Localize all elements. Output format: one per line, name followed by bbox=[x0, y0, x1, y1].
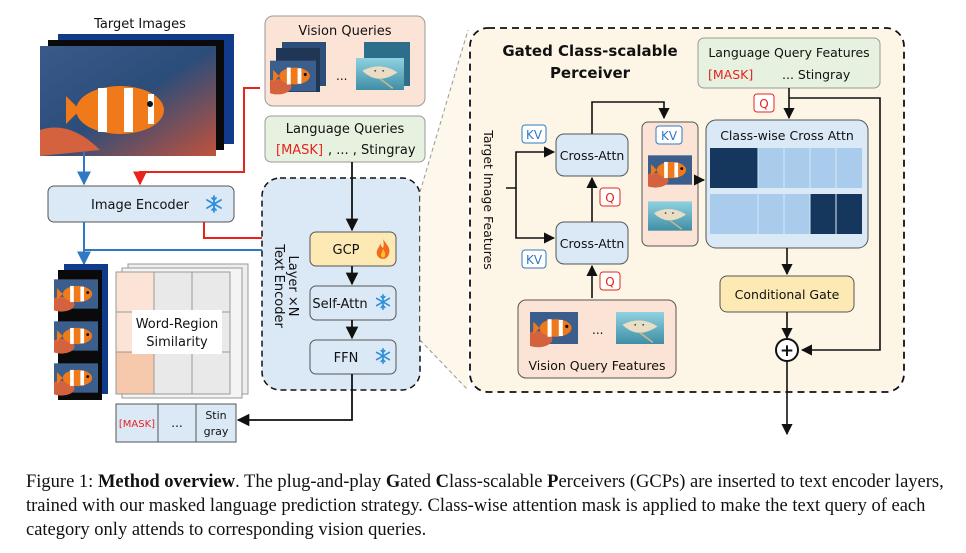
arrow-features-to-crossattn-bottom bbox=[515, 188, 556, 244]
arrow-crossattn-top-to-queries bbox=[591, 101, 670, 134]
zoom-line-bottom bbox=[419, 339, 469, 391]
vqf-ellipsis: ... bbox=[592, 323, 603, 337]
caption-bold-title: Method overview bbox=[97, 472, 236, 492]
attention-mask-matrix bbox=[710, 148, 862, 234]
kv-label-1: KV bbox=[526, 128, 543, 142]
target-images-label: Target Images bbox=[93, 17, 186, 32]
zoom-connector bbox=[420, 28, 468, 392]
output-gray: gray bbox=[204, 425, 229, 438]
output-stin: Stin bbox=[205, 409, 226, 422]
arrow-residual bbox=[789, 97, 881, 356]
caption-g: G bbox=[385, 472, 401, 492]
image-encoder-box bbox=[47, 185, 235, 223]
q-badge-2 bbox=[599, 271, 621, 291]
q-badge-3 bbox=[753, 93, 775, 113]
classwise-label: Class-wise Cross Attn bbox=[720, 128, 854, 143]
output-ellipsis: ... bbox=[171, 416, 182, 430]
gcp-box bbox=[309, 231, 397, 267]
arrow-ffn-to-output bbox=[236, 374, 353, 427]
arrow-features-to-crossattn-top bbox=[506, 146, 556, 189]
language-queries-rest: , ... , Stingray bbox=[328, 143, 416, 158]
plus-symbol: + bbox=[780, 341, 794, 361]
cross-attn-top-label: Cross-Attn bbox=[560, 148, 625, 163]
arrow-vision-queries-to-encoder bbox=[133, 87, 260, 186]
self-attn-box bbox=[309, 285, 397, 321]
caption-rest: erceivers (GCPs) are inserted to text en… bbox=[26, 472, 944, 540]
caption-c: C bbox=[435, 472, 450, 492]
language-queries-label: Language Queries bbox=[286, 122, 405, 137]
vision-queries-ellipsis: ... bbox=[336, 69, 347, 83]
kv-badge-2 bbox=[521, 249, 547, 269]
clownfish-feature-image bbox=[524, 312, 578, 347]
caption-sentence-a: . The plug-and-play bbox=[235, 472, 386, 492]
stingray-query-image bbox=[356, 58, 404, 90]
ffn-label: FFN bbox=[334, 351, 359, 366]
zoom-line-top bbox=[419, 29, 469, 193]
language-queries-mask: [MASK] bbox=[276, 143, 323, 158]
caption-ated: ated bbox=[400, 472, 436, 492]
kv-label-2: KV bbox=[526, 253, 543, 267]
output-mask: [MASK] bbox=[119, 419, 155, 430]
text-encoder-line1: Text Encoder bbox=[271, 243, 286, 328]
gcp-title-line1: Gated Class-scalable bbox=[502, 42, 677, 60]
caption-lass: lass-scalable bbox=[449, 472, 548, 492]
target-image-stack bbox=[40, 34, 234, 156]
q-label-1: Q bbox=[605, 191, 614, 205]
text-encoder-panel bbox=[261, 177, 421, 391]
q-badge-1 bbox=[599, 187, 621, 207]
output-tokens bbox=[115, 403, 237, 443]
kv-badge-1 bbox=[521, 124, 547, 144]
image-encoder-label: Image Encoder bbox=[91, 198, 190, 213]
clownfish-query-image bbox=[264, 61, 316, 95]
lqf-rest: ... Stingray bbox=[782, 67, 851, 82]
cross-attn-bottom-label: Cross-Attn bbox=[560, 236, 625, 251]
stingray-query-feature bbox=[648, 201, 692, 230]
kv-badge-3 bbox=[655, 125, 683, 145]
conditional-gate-label: Conditional Gate bbox=[735, 287, 840, 302]
caption-prefix: Figure 1: bbox=[26, 472, 98, 492]
figure-caption: Figure 1: Method overview. The plug-and-… bbox=[26, 470, 946, 542]
target-image-features-label: Target Image Features bbox=[481, 129, 496, 270]
caption-p: P bbox=[547, 472, 559, 492]
lqf-label: Language Query Features bbox=[708, 45, 869, 60]
word-region-similarity-grid bbox=[115, 263, 249, 399]
word-region-line1: Word-Region bbox=[136, 317, 219, 332]
language-queries-box bbox=[264, 115, 426, 163]
vqf-label: Vision Query Features bbox=[529, 358, 666, 373]
clownfish-query-feature bbox=[642, 155, 692, 187]
region-crops-stack bbox=[48, 264, 108, 400]
lqf-mask: [MASK] bbox=[708, 67, 753, 82]
gcp-label: GCP bbox=[333, 243, 360, 258]
ffn-box bbox=[309, 339, 397, 375]
gcp-title-line2: Perceiver bbox=[550, 64, 631, 82]
vision-queries-label: Vision Queries bbox=[298, 24, 391, 39]
self-attn-label: Self-Attn bbox=[312, 297, 367, 312]
kv-label-3: KV bbox=[661, 129, 678, 143]
q-label-3: Q bbox=[759, 97, 768, 111]
text-encoder-line2: Layer ×N bbox=[285, 256, 300, 317]
q-label-2: Q bbox=[605, 275, 614, 289]
word-region-line2: Similarity bbox=[146, 335, 208, 350]
stingray-feature-image bbox=[616, 312, 664, 344]
